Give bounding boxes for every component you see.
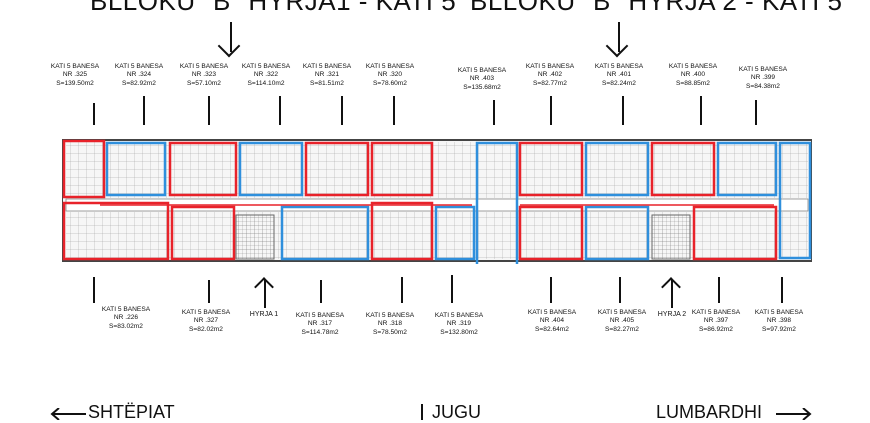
leader-line [493, 100, 495, 125]
unit-403-outline [475, 141, 519, 264]
unit-399-outline [716, 141, 778, 197]
leader-line [619, 277, 621, 303]
unit-404-outline [518, 205, 584, 261]
interior-detail [66, 142, 808, 198]
unit-323-outline [168, 141, 238, 197]
arrow-up-hyrja-2-icon [671, 280, 673, 308]
arrow-left-icon [50, 408, 86, 420]
unit-319-outline [434, 205, 476, 261]
leader-line [393, 96, 395, 125]
leader-line [451, 275, 453, 303]
leader-line [143, 96, 145, 125]
unit-400-outline [650, 141, 716, 197]
floor-plan [62, 139, 812, 264]
leader-line [718, 277, 720, 303]
unit-321-outline [304, 141, 370, 197]
unit-324-outline [105, 141, 167, 197]
leader-line [208, 280, 210, 303]
arrow-up-hyrja-1-icon [264, 280, 266, 308]
divider [421, 404, 423, 420]
leader-line [781, 277, 783, 303]
stair-core-1 [235, 214, 275, 260]
unit-401-outline [584, 141, 650, 197]
unit-317-outline [280, 205, 370, 261]
unit-318-outline [370, 201, 434, 261]
leader-line [622, 96, 624, 125]
stair-core-2 [651, 214, 691, 260]
leader-line [550, 96, 552, 125]
unit-405-outline [584, 205, 650, 261]
leader-line [93, 277, 95, 303]
leader-line [279, 96, 281, 125]
leader-line [550, 277, 552, 303]
leader-line [700, 96, 702, 125]
entry-label-hyrja-2: HYRJA 2 [657, 311, 687, 318]
direction-label-shtepiat: SHTËPIAT [88, 402, 175, 422]
direction-label-jugu: JUGU [432, 402, 481, 422]
unit-320-outline [370, 141, 434, 197]
arrow-down-hyrja-1-icon [230, 22, 232, 52]
title-hyrja-2: BLLOKU "B" HYRJA 2 - KATI 5 [470, 0, 843, 16]
title-hyrja-1: BLLOKU "B" HYRJA1 - KATI 5 [90, 0, 457, 16]
entry-label-hyrja-1: HYRJA 1 [249, 311, 279, 318]
arrow-right-icon [776, 408, 812, 420]
direction-label-lumbardhi: LUMBARDHI [656, 402, 763, 422]
leader-line [208, 96, 210, 125]
leader-line [320, 280, 322, 303]
unit-397-outline [692, 205, 778, 261]
unit-398-outline [778, 141, 812, 260]
leader-line [755, 100, 757, 125]
unit-402-outline [518, 141, 584, 197]
unit-327-outline [170, 205, 236, 261]
leader-line [401, 277, 403, 303]
leader-line [341, 96, 343, 125]
leader-line [93, 103, 95, 125]
unit-325-outline [62, 139, 106, 199]
arrow-down-hyrja-2-icon [618, 22, 620, 52]
unit-322-outline [238, 141, 304, 197]
unit-226-outline [62, 201, 170, 261]
